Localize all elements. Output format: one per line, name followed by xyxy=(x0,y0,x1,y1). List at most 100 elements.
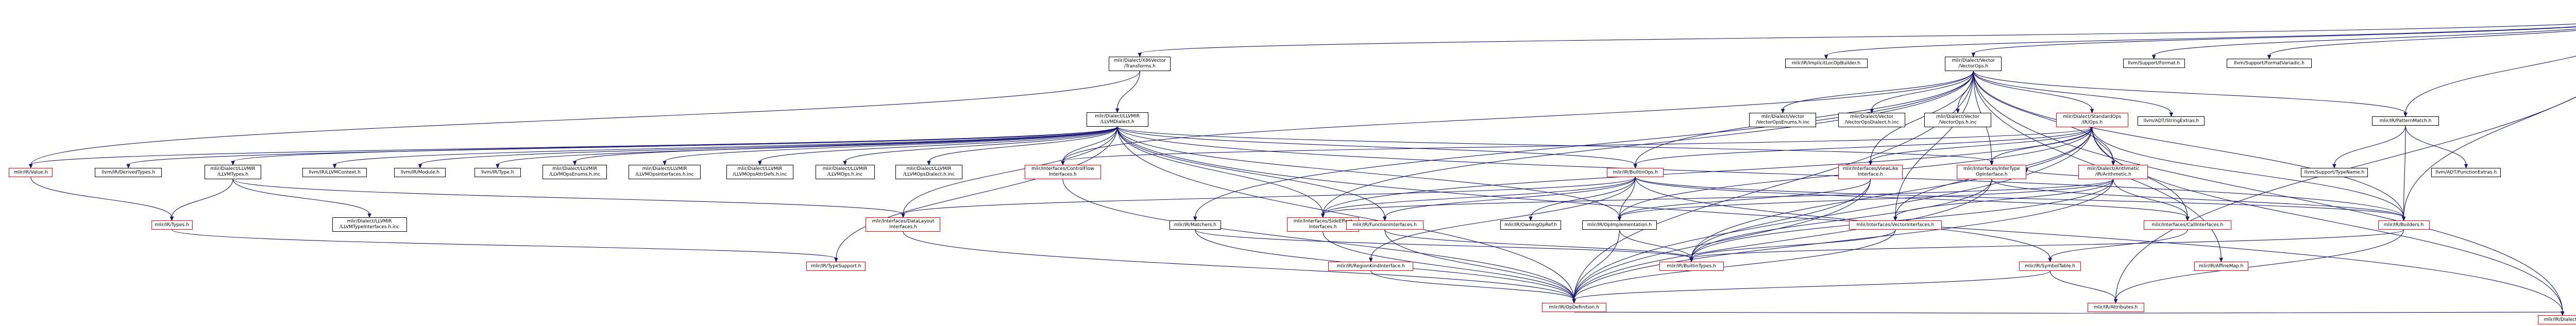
node-builders[interactable]: mlir/IR/Builders.h xyxy=(2378,220,2430,230)
edge-arrowhead xyxy=(1572,299,1576,304)
edge-llvmdialect-to-opdefinition xyxy=(1117,126,1574,300)
node-llvmdialect[interactable]: mlir/Dialect/LLVMIR /LLVMDialect.h xyxy=(1086,112,1148,127)
edge-patternmatch-to-funcext xyxy=(2405,125,2467,165)
edge-stdops-to-sideeffect xyxy=(1323,127,2093,215)
node-matchers[interactable]: mlir/IR/Matchers.h xyxy=(1169,220,1221,230)
edge-stdops-to-viewlike xyxy=(1870,127,2093,162)
edge-vectorops-to-sideeffect xyxy=(1323,71,1974,215)
node-callinterfaces[interactable]: mlir/Interfaces/CallInterfaces.h xyxy=(2143,220,2231,230)
node-typesupport[interactable]: mlir/IR/TypeSupport.h xyxy=(806,262,866,271)
edge-builtinops-to-sideeffect xyxy=(1323,177,1636,215)
node-llvmops[interactable]: mlir/Dialect/LLVMIR /LLVMOps.h.inc xyxy=(815,165,875,179)
node-attributes[interactable]: mlir/IR/Attributes.h xyxy=(2087,303,2144,312)
node-funcext[interactable]: llvm/ADT/FunctionExtras.h xyxy=(2431,168,2501,177)
edge-stdops-to-builtintypes xyxy=(1691,127,2093,259)
node-owningopref[interactable]: mlir/IR/OwningOpRef.h xyxy=(1500,220,1562,230)
node-typename[interactable]: llvm/Support/TypeName.h xyxy=(2300,168,2368,177)
node-stringext[interactable]: llvm/ADT/StringExtras.h xyxy=(2138,116,2205,126)
node-viewlike[interactable]: mlir/Interfaces/ViewLike Interface.h xyxy=(1838,165,1903,179)
edge-vectorops-to-stringext xyxy=(1973,71,2172,114)
node-derivedtypes[interactable]: llvm/IR/DerivedTypes.h xyxy=(95,168,162,177)
edge-root-to-builders xyxy=(2403,96,2576,218)
edge-infertype-to-opdefinition xyxy=(1573,179,1992,300)
node-llvmtypesinterfaces[interactable]: mlir/Dialect/LLVMIR /LLVMTypeInterfaces.… xyxy=(332,217,407,232)
node-llvmcontext[interactable]: llvm/IR/LLVMContext.h xyxy=(302,168,367,177)
edge-vectorinterfaces-to-opdefinition xyxy=(1573,229,1896,300)
node-fmt[interactable]: llvm/Support/Format.h xyxy=(2123,59,2185,68)
edge-arrowhead xyxy=(2332,164,2336,169)
edge-root-to-vectorops xyxy=(1973,26,2576,54)
edge-arith-to-vectorinterfaces xyxy=(1895,179,2114,218)
edge-arrowhead xyxy=(1529,216,1533,221)
node-symboltable[interactable]: mlir/IR/SymbolTable.h xyxy=(2019,262,2081,271)
edge-arrowhead xyxy=(2403,112,2408,117)
node-implicit[interactable]: mlir/IR/ImplicitLocOpBuilder.h xyxy=(1785,59,1868,68)
edge-root-to-fmtvar xyxy=(2269,30,2576,56)
node-dialect[interactable]: mlir/IR/Dialect.h xyxy=(2538,315,2576,324)
node-infertype[interactable]: mlir/Interfaces/InferType OpInterface.h xyxy=(1957,165,2027,179)
node-llvmopsdialect[interactable]: mlir/Dialect/LLVMIR /LLVMOpsDialect.h.in… xyxy=(895,165,963,179)
edge-irtypes-to-typesupport xyxy=(171,229,837,259)
edge-x86vt-to-value xyxy=(30,71,1140,165)
edge-arrowhead xyxy=(1956,109,1960,114)
node-opdefinition[interactable]: mlir/IR/OpDefinition.h xyxy=(1541,303,1606,312)
edge-llvmdialect-to-controlflow xyxy=(1062,126,1118,162)
node-llvmtype[interactable]: llvm/IR/Type.h xyxy=(474,168,521,177)
node-llvmtypes[interactable]: mlir/Dialect/LLVMIR /LLVMTypes.h xyxy=(205,165,262,179)
node-stdops[interactable]: mlir/Dialect/StandardOps /IR/Ops.h xyxy=(2056,113,2128,127)
edge-viewlike-to-opimpl xyxy=(1619,179,1871,218)
node-x86vt[interactable]: mlir/Dialect/X86Vector /Transforms.h xyxy=(1109,57,1171,71)
edge-arrowhead xyxy=(231,161,235,166)
node-llvmopsinterfaces[interactable]: mlir/Dialect/LLVMIR /LLVMOpsInterfaces.h… xyxy=(629,165,701,179)
edge-arrowhead xyxy=(2401,216,2406,221)
node-opimpl[interactable]: mlir/IR/OpImplementation.h xyxy=(1582,220,1657,230)
edge-patternmatch-to-typename xyxy=(2334,125,2406,165)
node-irtypes[interactable]: mlir/IR/Types.h xyxy=(151,220,193,230)
node-funcinterfaces[interactable]: mlir/IR/FunctionInterfaces.h xyxy=(1346,220,1423,230)
edge-arrowhead xyxy=(2151,55,2156,60)
edge-builders-to-builtintypes xyxy=(1691,229,2404,259)
edge-vectorops-to-dialect xyxy=(1973,71,2563,313)
edge-arrowhead xyxy=(1193,216,1197,221)
edge-llvmdialect-to-value xyxy=(30,126,1118,165)
node-fmtvar[interactable]: llvm/Support/FormatVariadic.h xyxy=(2227,59,2312,68)
node-builtinops[interactable]: mlir/IR/BuiltinOps.h xyxy=(1607,168,1664,177)
node-vectordialect[interactable]: mlir/Dialect/Vector /VectorOpsDialect.h.… xyxy=(1838,113,1906,127)
edge-infertype-to-builders xyxy=(1991,179,2404,218)
edge-arrowhead xyxy=(1061,161,1065,166)
edge-arrowhead xyxy=(1689,258,1693,263)
edge-stdops-to-builders xyxy=(2092,127,2404,218)
node-patternmatch[interactable]: mlir/IR/PatternMatch.h xyxy=(2372,116,2439,126)
node-llvmmodule[interactable]: llvm/IR/Module.h xyxy=(394,168,446,177)
edge-stdops-to-builtinops xyxy=(1635,127,2093,165)
edge-funcinterfaces-to-builtintypes xyxy=(1384,229,1692,259)
edge-arrowhead xyxy=(2169,112,2174,117)
node-llvmopsenums[interactable]: mlir/Dialect/LLVMIR /LLVMOpsEnums.h.inc xyxy=(543,165,607,179)
edge-arrowhead xyxy=(927,161,931,166)
node-value[interactable]: mlir/IR/Value.h xyxy=(9,168,53,177)
node-regionkind[interactable]: mlir/IR/RegionKindInterface.h xyxy=(1328,262,1414,271)
node-vectorenums[interactable]: mlir/Dialect/Vector /VectorOpsEnums.h.in… xyxy=(1749,113,1817,127)
edge-vectorops-to-builders xyxy=(1973,71,2404,218)
edge-llvmdialect-to-llvmops xyxy=(844,126,1118,162)
edge-vectorops-to-vectordialect xyxy=(1871,71,1974,110)
edge-datalayout-to-opdefinition xyxy=(903,231,1574,300)
node-datalayout[interactable]: mlir/Interfaces/DataLayout Interfaces.h xyxy=(866,217,941,232)
edge-root-to-patternmatch xyxy=(2405,56,2576,114)
node-builtintypes[interactable]: mlir/IR/BuiltinTypes.h xyxy=(1659,262,1724,271)
node-llvmopsattrdefs[interactable]: mlir/Dialect/LLVMIR /LLVMOpsAttrDefs.h.i… xyxy=(726,165,793,179)
edge-funcinterfaces-to-opdefinition xyxy=(1384,229,1574,300)
node-affinemap[interactable]: mlir/IR/AffineMap.h xyxy=(2194,262,2248,271)
edge-builtinops-to-owningopref xyxy=(1530,177,1636,218)
edge-patternmatch-to-builders xyxy=(2403,125,2406,218)
edge-x86vt-to-llvmdialect xyxy=(1117,71,1140,110)
node-vectorops_inc[interactable]: mlir/Dialect/Vector /VectorOps.h.inc xyxy=(1924,113,1992,127)
node-controlflow[interactable]: mlir/Interfaces/ControlFlow Interfaces.h xyxy=(1024,165,1101,179)
node-arith[interactable]: mlir/Dialect/Arithmetic /IR/Arithmetic.h xyxy=(2078,165,2148,179)
edge-regionkind-to-opdefinition xyxy=(1370,270,1574,300)
edge-arrowhead xyxy=(2219,258,2223,263)
node-vectorinterfaces[interactable]: mlir/Interfaces/VectorInterfaces.h xyxy=(1849,220,1942,230)
edge-llvmdialect-to-builtinops xyxy=(1117,126,1636,165)
node-vectorops[interactable]: mlir/Dialect/Vector /VectorOps.h xyxy=(1945,57,2002,71)
edge-llvmdialect-to-llvmopsattrdefs xyxy=(759,126,1118,162)
